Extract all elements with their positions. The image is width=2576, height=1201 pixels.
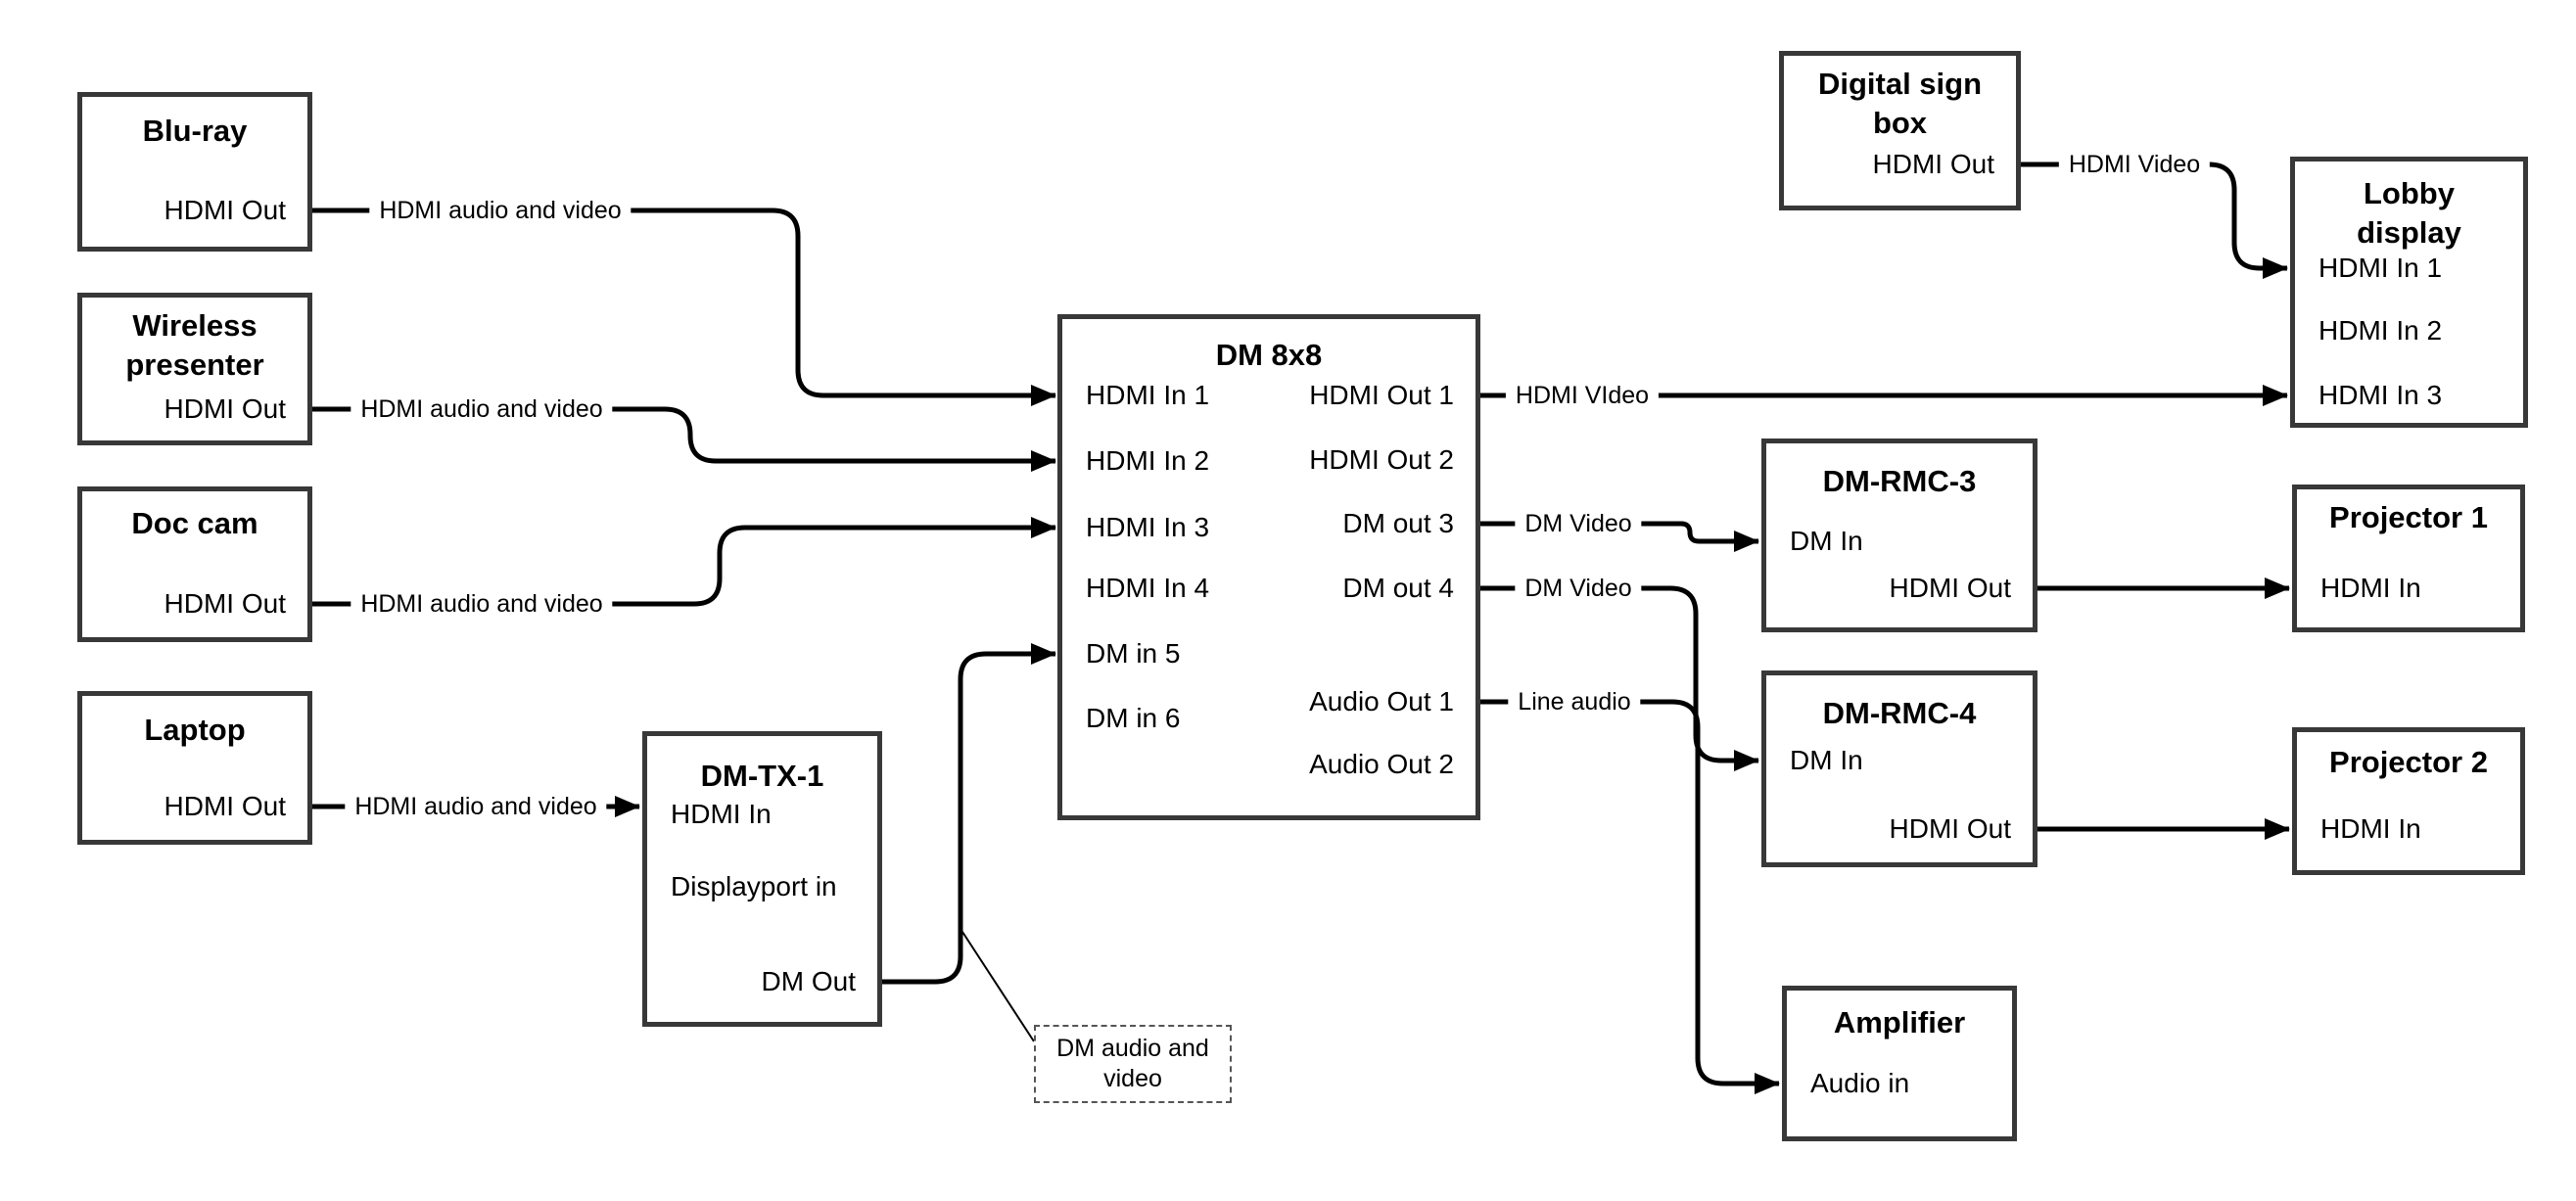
node-title: Wireless presenter (82, 306, 307, 385)
node-title: DM-RMC-4 (1766, 694, 2033, 733)
port-hdmi-in-3: HDMI In 3 (1086, 512, 1210, 542)
node-title: Amplifier (1787, 1003, 2012, 1042)
edge-label: DM Video (1515, 509, 1642, 538)
edge-label: HDMI audio and video (351, 589, 613, 619)
port-hdmi-out: HDMI Out (1889, 573, 2011, 603)
node-projector-1: Projector 1 HDMI In (2292, 485, 2525, 632)
callout-leader-line (961, 931, 1035, 1042)
port-dm-in-6: DM in 6 (1086, 703, 1181, 733)
port-hdmi-in-1: HDMI In 1 (1086, 380, 1210, 410)
port-audio-in: Audio in (1810, 1068, 1910, 1098)
port-hdmi-out: HDMI Out (1872, 149, 1994, 179)
edge-label: HDMI audio and video (351, 394, 613, 424)
node-title: Laptop (82, 711, 307, 750)
port-hdmi-in: HDMI In (671, 799, 772, 829)
port-hdmi-in-3: HDMI In 3 (2318, 380, 2443, 410)
node-title: Projector 2 (2297, 743, 2520, 782)
node-title-line: Projector 2 (2329, 745, 2488, 779)
port-hdmi-in-4: HDMI In 4 (1086, 573, 1210, 603)
port-hdmi-in: HDMI In (2320, 813, 2421, 844)
port-dm-out-3: DM out 3 (1342, 508, 1454, 538)
node-title-line: presenter (125, 347, 264, 382)
edge-wireless-to-dm8x8 (312, 406, 1056, 472)
port-hdmi-out-2: HDMI Out 2 (1309, 444, 1454, 475)
edge-doccam-to-dm8x8 (312, 517, 1056, 607)
node-title: DM 8x8 (1062, 336, 1475, 375)
node-title: DM-TX-1 (647, 757, 877, 796)
port-hdmi-out: HDMI Out (164, 393, 286, 424)
port-hdmi-in-1: HDMI In 1 (2318, 253, 2443, 283)
edge-dmtx1-to-dm8x8 (882, 643, 1056, 985)
port-hdmi-in: HDMI In (2320, 573, 2421, 603)
node-title-line: DM-RMC-3 (1822, 464, 1977, 498)
port-hdmi-in-2: HDMI In 2 (2318, 315, 2443, 346)
port-hdmi-out: HDMI Out (164, 195, 286, 225)
node-title-line: DM 8x8 (1215, 338, 1323, 372)
port-hdmi-in-2: HDMI In 2 (1086, 445, 1210, 476)
edge-label: Line audio (1508, 687, 1641, 716)
port-audio-out-1: Audio Out 1 (1309, 686, 1454, 716)
port-dm-in-5: DM in 5 (1086, 638, 1181, 669)
node-title-line: box (1872, 106, 1928, 140)
port-audio-out-2: Audio Out 2 (1309, 749, 1454, 779)
edge-audio1-to-amplifier (1480, 699, 1780, 1094)
edge-dmout4-to-rmc4 (1480, 585, 1759, 771)
port-hdmi-out-1: HDMI Out 1 (1309, 380, 1454, 410)
port-dm-in: DM In (1790, 745, 1863, 775)
node-title-line: Blu-ray (142, 114, 248, 148)
node-dm-rmc-4: DM-RMC-4 DM In HDMI Out (1761, 670, 2037, 867)
node-title: DM-RMC-3 (1766, 462, 2033, 501)
node-title: Digital sign box (1784, 65, 2016, 143)
node-title-line: Laptop (144, 713, 246, 747)
edge-label: HDMI audio and video (369, 196, 632, 225)
port-dm-in: DM In (1790, 526, 1863, 556)
edge-label: HDMI Video (2058, 150, 2211, 179)
node-title: Projector 1 (2297, 498, 2520, 537)
node-dm-rmc-3: DM-RMC-3 DM In HDMI Out (1761, 439, 2037, 632)
port-dm-out-4: DM out 4 (1342, 573, 1454, 603)
edge-dmout3-to-rmc3 (1480, 521, 1759, 552)
node-title-line: Lobby (2364, 176, 2455, 210)
callout-dm-audio-video: DM audio and video (1034, 1025, 1232, 1103)
edge-sign-to-lobby (2021, 162, 2288, 279)
node-title-line: DM-TX-1 (700, 759, 824, 793)
edge-label: DM Video (1515, 574, 1642, 603)
node-title-line: Amplifier (1833, 1005, 1966, 1039)
edge-bluray-to-dm8x8 (312, 208, 1056, 406)
edge-label: HDMI VIdeo (1505, 381, 1660, 410)
node-title-line: Doc cam (131, 506, 258, 540)
node-title: Doc cam (82, 504, 307, 543)
port-hdmi-out: HDMI Out (164, 791, 286, 821)
callout-line: DM audio and (1056, 1035, 1209, 1062)
node-title-line: Digital sign (1817, 67, 1983, 101)
node-title-line: Projector 1 (2329, 500, 2488, 534)
node-projector-2: Projector 2 HDMI In (2292, 727, 2525, 875)
node-title: Blu-ray (82, 112, 307, 151)
port-hdmi-out: HDMI Out (1889, 813, 2011, 844)
node-title-line: Wireless (132, 308, 258, 343)
edge-label: HDMI audio and video (345, 792, 607, 821)
port-dm-out: DM Out (761, 966, 856, 996)
node-title-line: DM-RMC-4 (1822, 696, 1977, 730)
node-title-line: display (2357, 215, 2461, 250)
node-title: Lobby display (2295, 174, 2523, 253)
callout-line: video (1103, 1065, 1162, 1092)
port-hdmi-out: HDMI Out (164, 588, 286, 619)
port-displayport-in: Displayport in (671, 871, 837, 901)
